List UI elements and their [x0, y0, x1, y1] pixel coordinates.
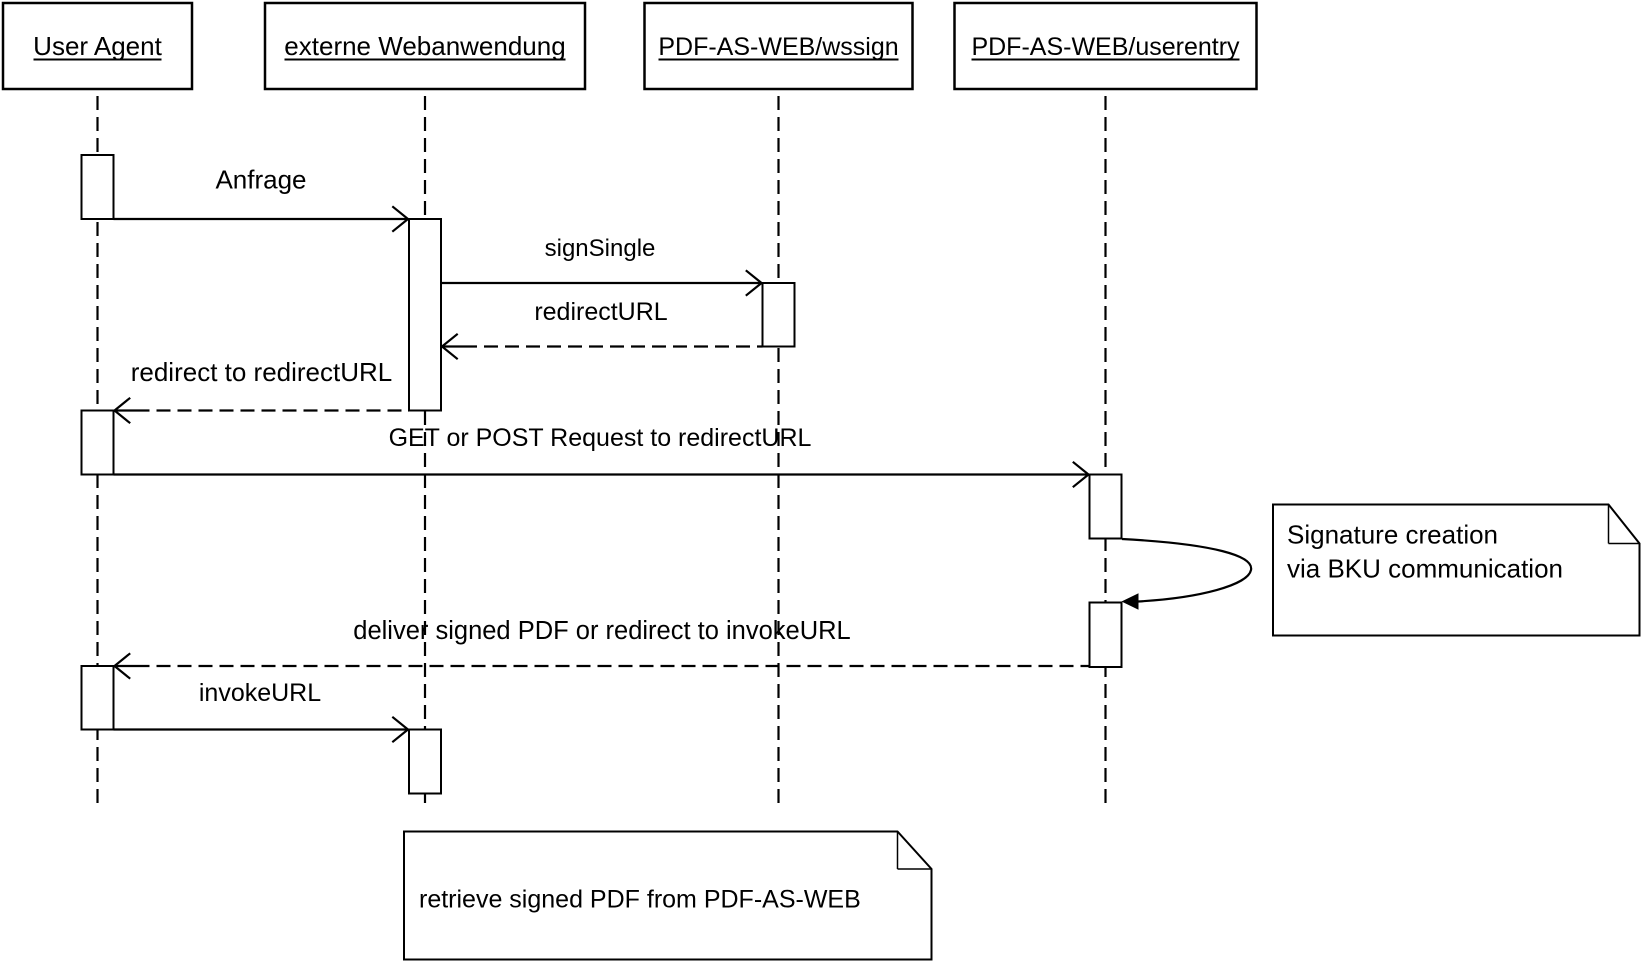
svg-text:redirect to redirectURL: redirect to redirectURL [131, 357, 393, 387]
svg-text:invokeURL: invokeURL [199, 679, 321, 707]
svg-text:PDF-AS-WEB/wssign: PDF-AS-WEB/wssign [658, 33, 898, 61]
svg-text:deliver signed PDF or redirect: deliver signed PDF or redirect to invoke… [353, 617, 850, 645]
svg-text:retrieve signed PDF from PDF-A: retrieve signed PDF from PDF-AS-WEB [419, 886, 861, 914]
svg-text:via BKU communication: via BKU communication [1287, 554, 1563, 584]
svg-text:redirectURL: redirectURL [534, 298, 667, 326]
svg-text:Signature creation: Signature creation [1287, 520, 1498, 550]
svg-text:Anfrage: Anfrage [215, 165, 306, 195]
svg-text:User Agent: User Agent [33, 31, 162, 61]
svg-text:PDF-AS-WEB/userentry: PDF-AS-WEB/userentry [971, 33, 1240, 61]
svg-text:signSingle: signSingle [545, 235, 656, 262]
svg-text:GET or POST Request to redirec: GET or POST Request to redirectURL [389, 424, 812, 452]
svg-text:externe Webanwendung: externe Webanwendung [284, 31, 565, 61]
